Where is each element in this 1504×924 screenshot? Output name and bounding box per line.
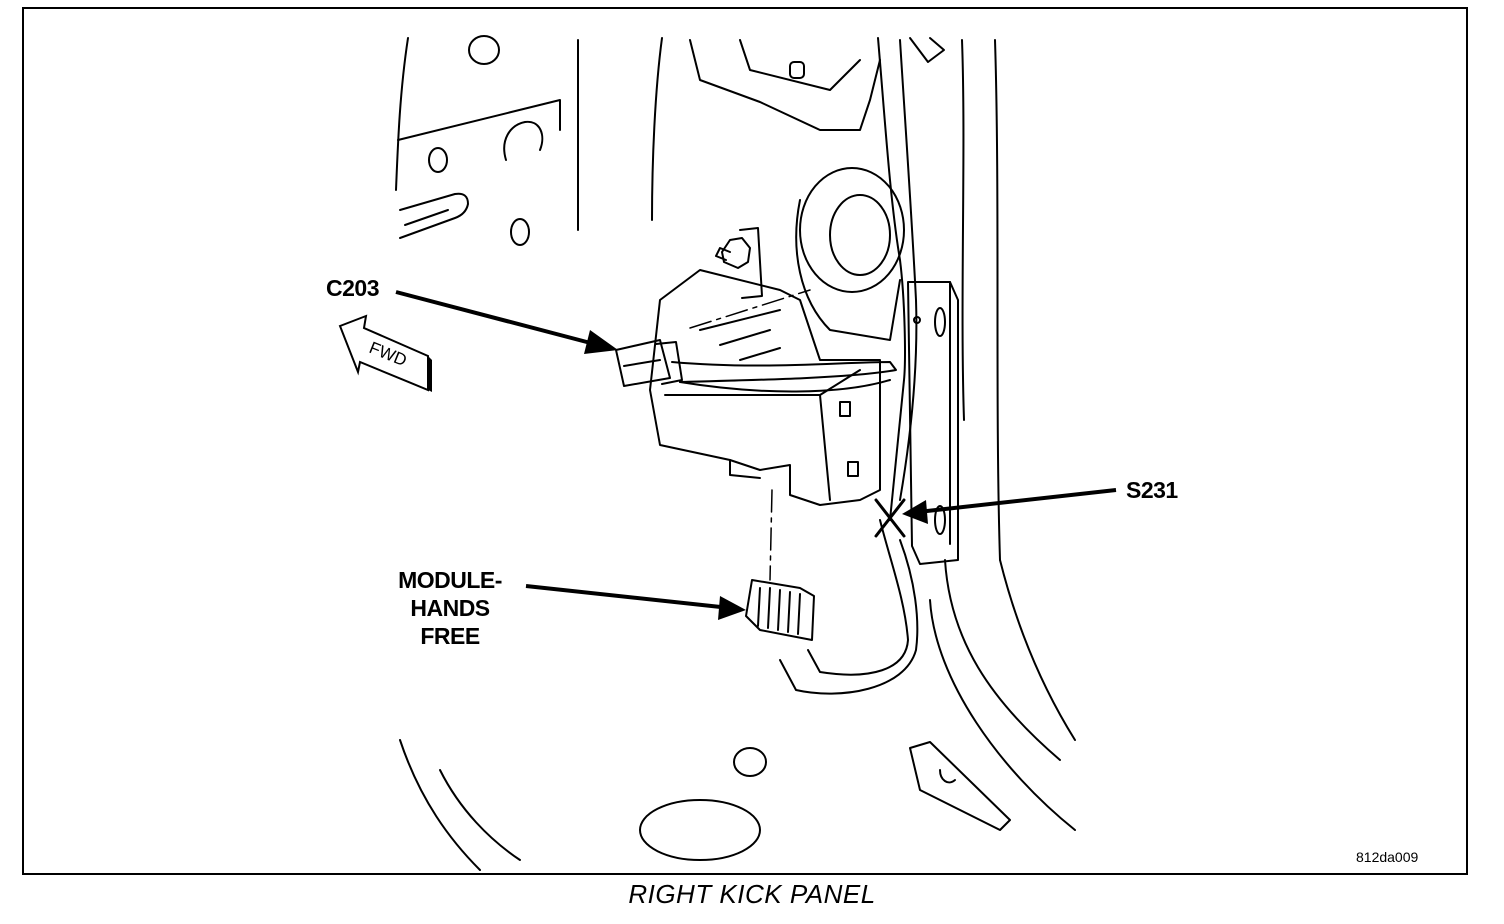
module-body xyxy=(649,269,881,506)
strap-slot xyxy=(934,505,946,535)
module-hands-free-label: MODULE- HANDS FREE xyxy=(380,566,520,650)
c203-connector xyxy=(615,339,671,387)
body-hole xyxy=(428,147,448,173)
body-hole xyxy=(503,120,544,161)
module-arrowhead xyxy=(718,596,746,620)
round-pad xyxy=(799,167,905,293)
hands-free-connector xyxy=(745,579,815,641)
upper-bracket xyxy=(739,39,861,91)
lower-hole xyxy=(639,799,761,861)
round-pad-inner xyxy=(829,194,891,276)
body-panel-edge xyxy=(395,37,409,191)
harness-wire xyxy=(899,39,918,501)
hands-free-connector xyxy=(777,589,781,631)
mounting-stud xyxy=(739,227,763,299)
install-guide-line xyxy=(689,289,811,329)
pillar-edge xyxy=(999,559,1076,741)
pillar-edge xyxy=(994,39,1001,561)
c203-leader-line xyxy=(395,290,603,348)
module-label-line2: HANDS xyxy=(410,595,490,621)
c203-label: C203 xyxy=(326,275,379,301)
lower-tab xyxy=(909,741,1011,831)
hands-free-connector xyxy=(757,587,761,627)
harness-wire xyxy=(671,361,897,383)
fwd-arrow: FWD xyxy=(338,314,432,392)
module-body xyxy=(739,347,781,361)
install-guide-line xyxy=(769,489,773,581)
upper-bracket xyxy=(689,39,881,131)
hands-free-connector xyxy=(797,593,801,635)
module-label-line1: MODULE- xyxy=(398,567,502,593)
upper-bracket xyxy=(909,37,945,63)
module-latch xyxy=(839,401,851,417)
bracket-hole xyxy=(789,61,805,79)
c203-latch xyxy=(655,341,683,385)
module-leader-line xyxy=(525,584,731,610)
lower-panel xyxy=(399,739,481,871)
c203-connector xyxy=(623,359,661,367)
stud-shaft xyxy=(715,247,731,261)
harness-wire xyxy=(679,379,891,393)
module-body xyxy=(664,394,831,501)
harness-wire xyxy=(877,37,906,521)
body-panel-slot xyxy=(404,209,449,226)
s231-arrowhead xyxy=(902,500,928,524)
lower-tab xyxy=(939,769,956,784)
module-label-line3: FREE xyxy=(420,623,480,649)
hands-free-connector xyxy=(767,587,771,629)
s231-label: S231 xyxy=(1126,477,1178,503)
module-body xyxy=(699,309,781,331)
pillar-edge xyxy=(944,559,1061,761)
body-hole xyxy=(510,218,530,246)
mounting-stud xyxy=(721,237,751,269)
body-panel-edge xyxy=(651,37,663,221)
body-hole xyxy=(468,35,500,65)
illustration-frame xyxy=(22,7,1468,875)
s231-leader-line xyxy=(917,488,1117,514)
harness-wire xyxy=(779,539,919,695)
body-panel-slot xyxy=(399,192,469,239)
s231-splice-mark xyxy=(874,498,906,538)
pad-bracket xyxy=(795,199,901,341)
fwd-arrow-shadow xyxy=(428,356,432,392)
figure-id: 812da009 xyxy=(1356,849,1419,865)
hands-free-connector xyxy=(787,591,791,633)
pillar-edge xyxy=(929,599,1076,831)
strap-slot xyxy=(934,307,946,337)
lower-panel xyxy=(439,769,521,861)
c203-arrowhead xyxy=(584,330,618,354)
module-latch xyxy=(847,461,859,477)
figure-caption: RIGHT KICK PANEL xyxy=(628,879,876,909)
body-panel-edge xyxy=(397,99,561,141)
harness-wire xyxy=(807,519,909,676)
module-body xyxy=(719,329,771,346)
lower-hole xyxy=(733,747,767,777)
module-body xyxy=(729,459,761,479)
pillar-edge xyxy=(961,39,965,421)
